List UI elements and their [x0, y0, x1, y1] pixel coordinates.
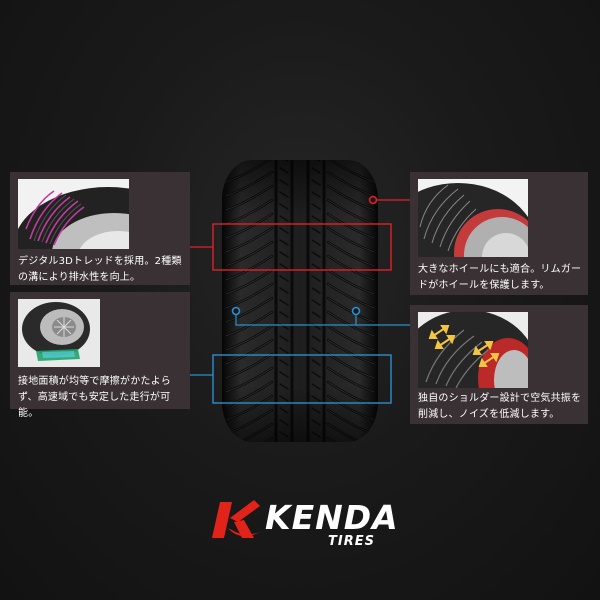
contact-patch-photo [18, 299, 100, 367]
feature-panel-noise-reduction: 独自のショルダー設計で空気共振を削減し、ノイズを低減します。 [410, 305, 588, 424]
feature-caption: 大きなホイールにも適合。リムガードがホイールを保護します。 [418, 264, 582, 291]
brand-subtitle: TIRES [328, 534, 375, 549]
feature-panel-contact-patch: 接地面積が均等で摩擦がかたよらず、高速域でも安定した走行が可能。 [10, 292, 190, 419]
rim-guard-photo [418, 179, 528, 257]
feature-caption: 接地面積が均等で摩擦がかたよらず、高速域でも安定した走行が可能。 [18, 376, 171, 419]
brand-name: KENDA [265, 498, 399, 537]
feature-caption: デジタル3Dトレッドを採用。2種類の溝により排水性を向上。 [18, 256, 182, 283]
feature-caption: 独自のショルダー設計で空気共振を削減し、ノイズを低減します。 [418, 393, 582, 420]
feature-panel-3d-tread: デジタル3Dトレッドを採用。2種類の溝により排水性を向上。 [10, 172, 190, 285]
tread-closeup-photo [18, 179, 129, 249]
shoulder-design-photo [418, 312, 528, 388]
kenda-tires-logo: KENDA TIRES [210, 496, 400, 556]
feature-panel-rim-guard: 大きなホイールにも適合。リムガードがホイールを保護します。 [410, 172, 588, 295]
kenda-k-icon [212, 500, 260, 538]
